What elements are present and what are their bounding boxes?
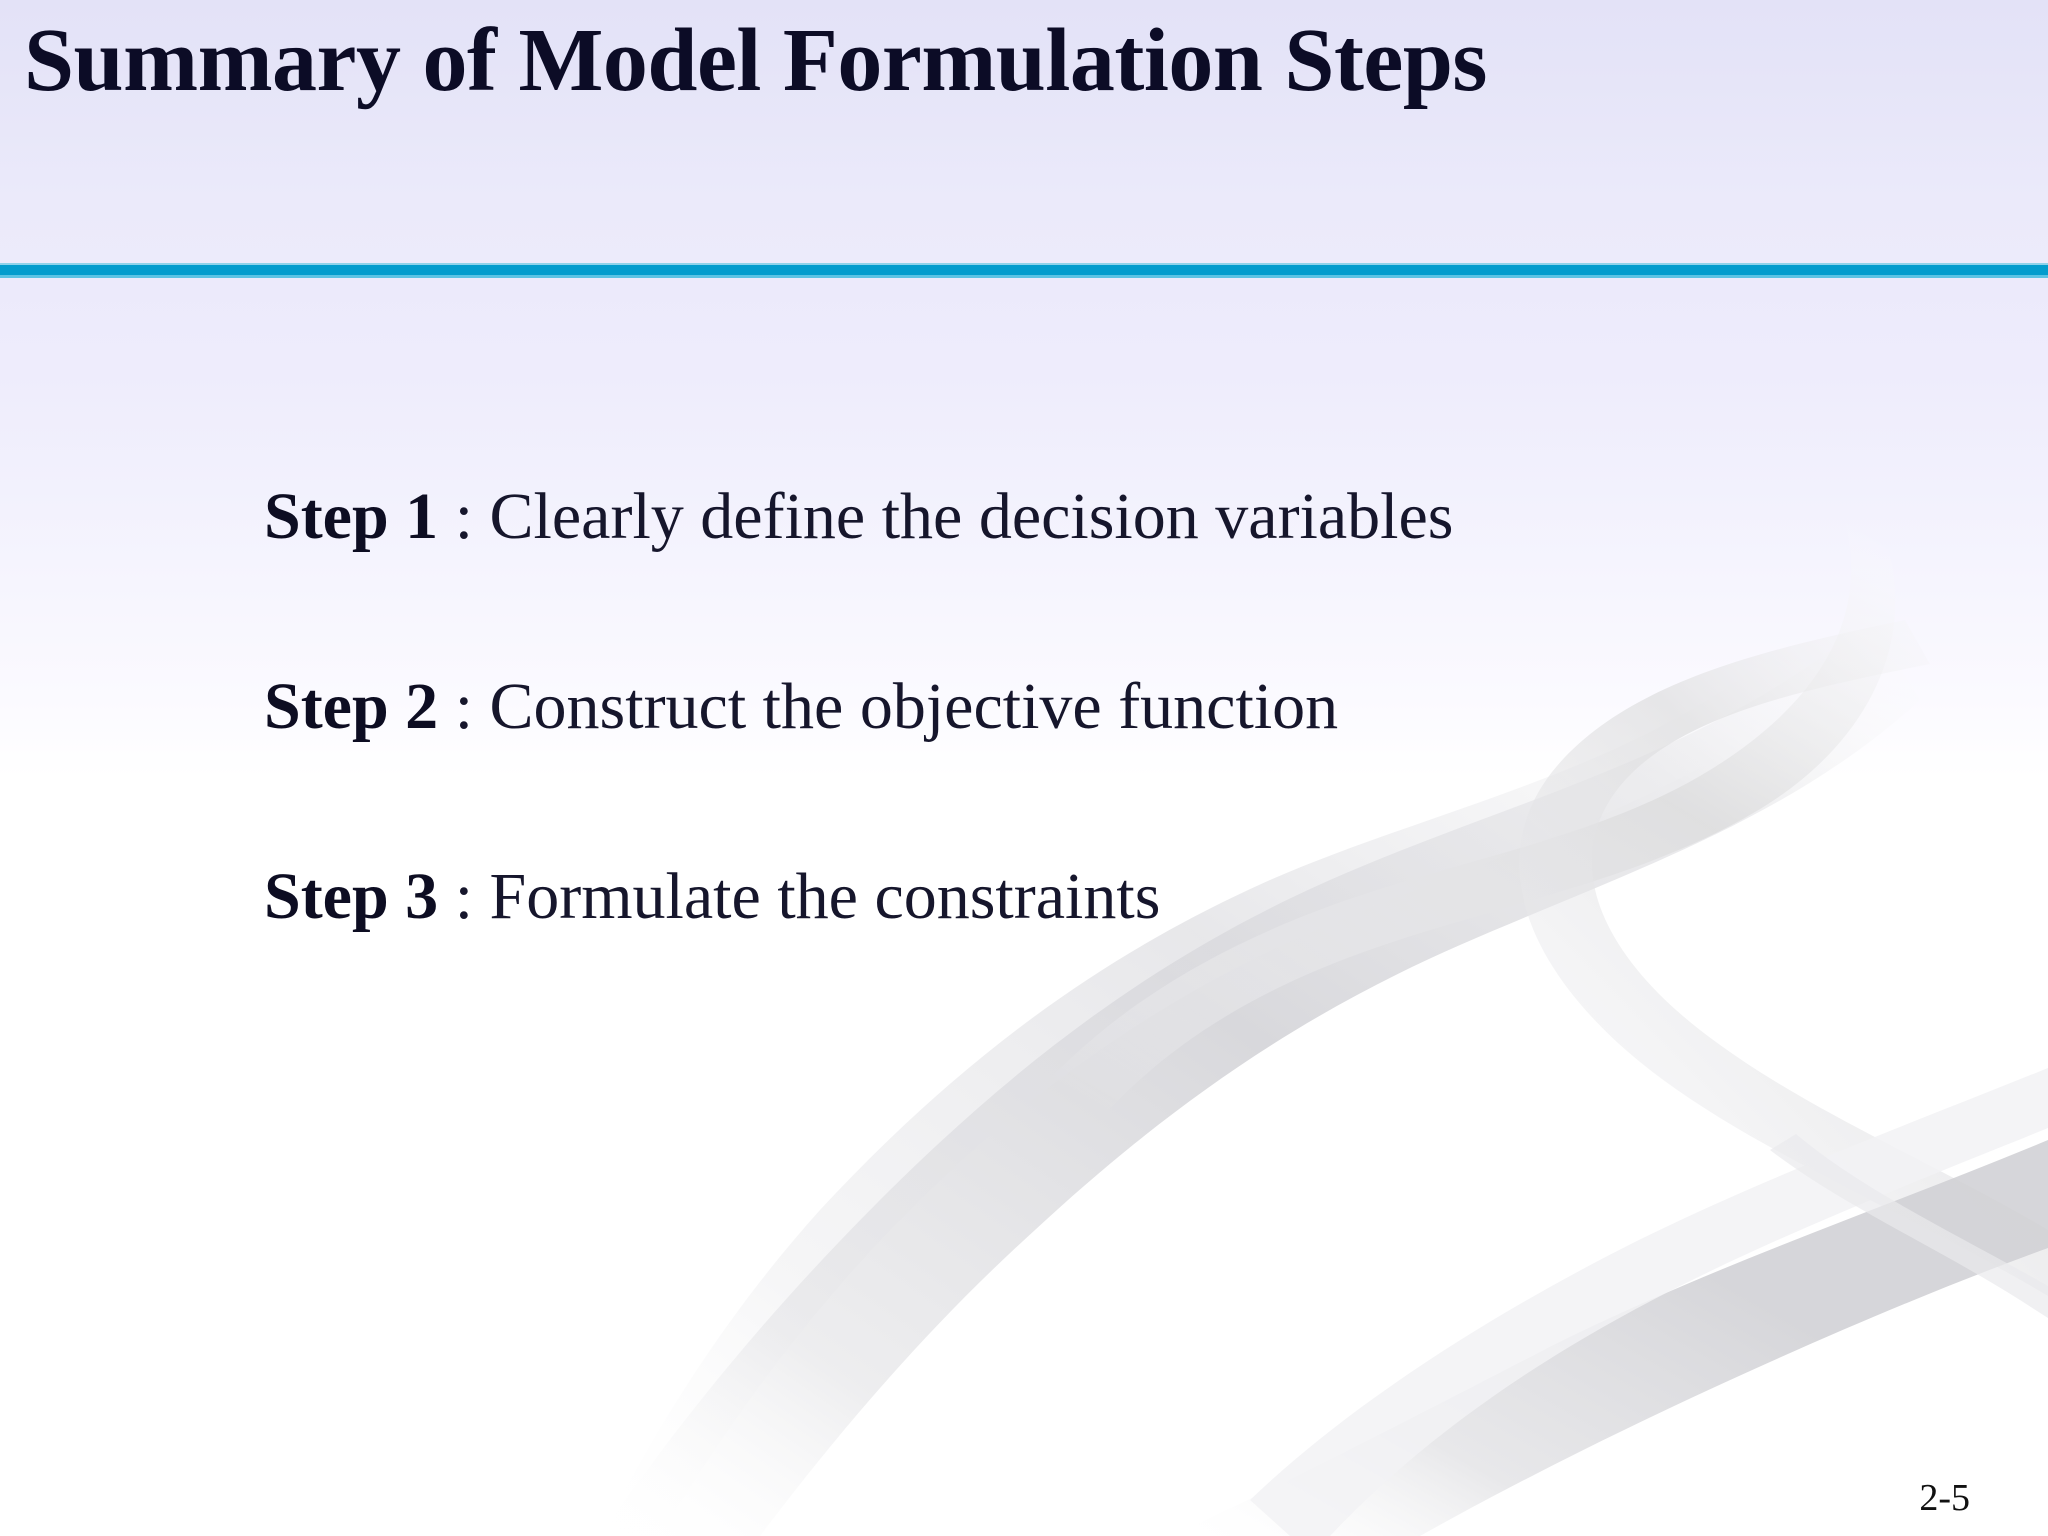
accent-divider-bar [0, 265, 2048, 275]
step-separator: : [454, 480, 474, 553]
step-label: Step 1 [264, 480, 439, 553]
accent-divider-shadow [0, 275, 2048, 278]
list-item: Step 2 : Construct the objective functio… [264, 674, 1764, 740]
step-description: Clearly define the decision variables [489, 480, 1454, 553]
slide-header-band [0, 0, 2048, 265]
step-label: Step 2 [264, 670, 439, 743]
list-item: Step 3 : Formulate the constraints [264, 864, 1764, 930]
list-item: Step 1 : Clearly define the decision var… [264, 484, 1764, 550]
step-separator: : [454, 670, 474, 743]
step-description: Formulate the constraints [489, 860, 1161, 933]
accent-divider-highlight [0, 263, 2048, 265]
slide-page-number: 2-5 [1919, 1477, 1970, 1519]
step-description: Construct the objective function [489, 670, 1339, 743]
step-label: Step 3 [264, 860, 439, 933]
steps-list: Step 1 : Clearly define the decision var… [264, 484, 1764, 930]
page-title: Summary of Model Formulation Steps [24, 11, 1487, 110]
accent-divider [0, 263, 2048, 279]
step-separator: : [454, 860, 474, 933]
